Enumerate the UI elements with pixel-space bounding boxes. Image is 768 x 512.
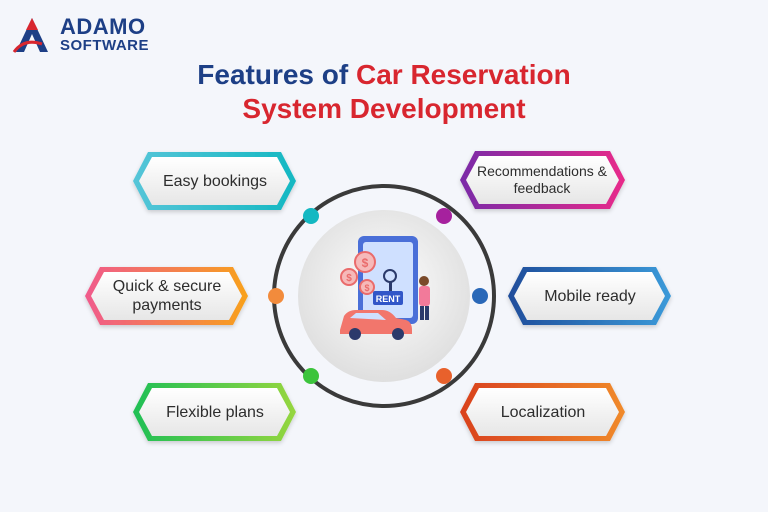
title-part-2: Car Reservation <box>355 59 571 90</box>
title-line-2: System Development <box>242 93 526 124</box>
dot-mobile <box>472 288 488 304</box>
dot-payments <box>268 288 284 304</box>
adamo-logo-icon <box>12 18 48 53</box>
dot-flexible <box>303 368 319 384</box>
feature-mobile-ready-shape <box>508 267 671 325</box>
feature-payments-shape <box>85 267 248 325</box>
brand-logo: ADAMO SOFTWARE <box>12 12 182 56</box>
feature-quick-secure-payments: Quick & secure payments <box>112 278 222 314</box>
car-rent-illustration: RENT $ $ $ <box>340 236 430 340</box>
svg-text:$: $ <box>362 256 369 270</box>
brand-name: ADAMO <box>60 14 146 39</box>
feature-flexible-plans-shape <box>133 383 296 441</box>
svg-text:$: $ <box>364 283 369 293</box>
page-title: Features of Car Reservation System Devel… <box>0 58 768 126</box>
feature-easy-bookings: Easy bookings <box>162 172 268 190</box>
rent-sign-text: RENT <box>376 294 401 304</box>
feature-mobile-ready: Mobile ready <box>544 287 636 305</box>
dot-recommend <box>436 208 452 224</box>
feature-recommendations-feedback: Recommendations & feedback <box>477 163 607 196</box>
feature-flexible-plans: Flexible plans <box>166 403 264 421</box>
brand-subname: SOFTWARE <box>60 37 149 54</box>
dot-local <box>436 368 452 384</box>
feature-recommendations-shape <box>460 151 625 209</box>
feature-easy-bookings-shape <box>133 152 296 210</box>
feature-localization-shape <box>460 383 625 441</box>
dot-easy <box>303 208 319 224</box>
title-part-1: Features of <box>197 59 356 90</box>
svg-text:$: $ <box>346 273 352 284</box>
feature-localization: Localization <box>500 403 586 421</box>
